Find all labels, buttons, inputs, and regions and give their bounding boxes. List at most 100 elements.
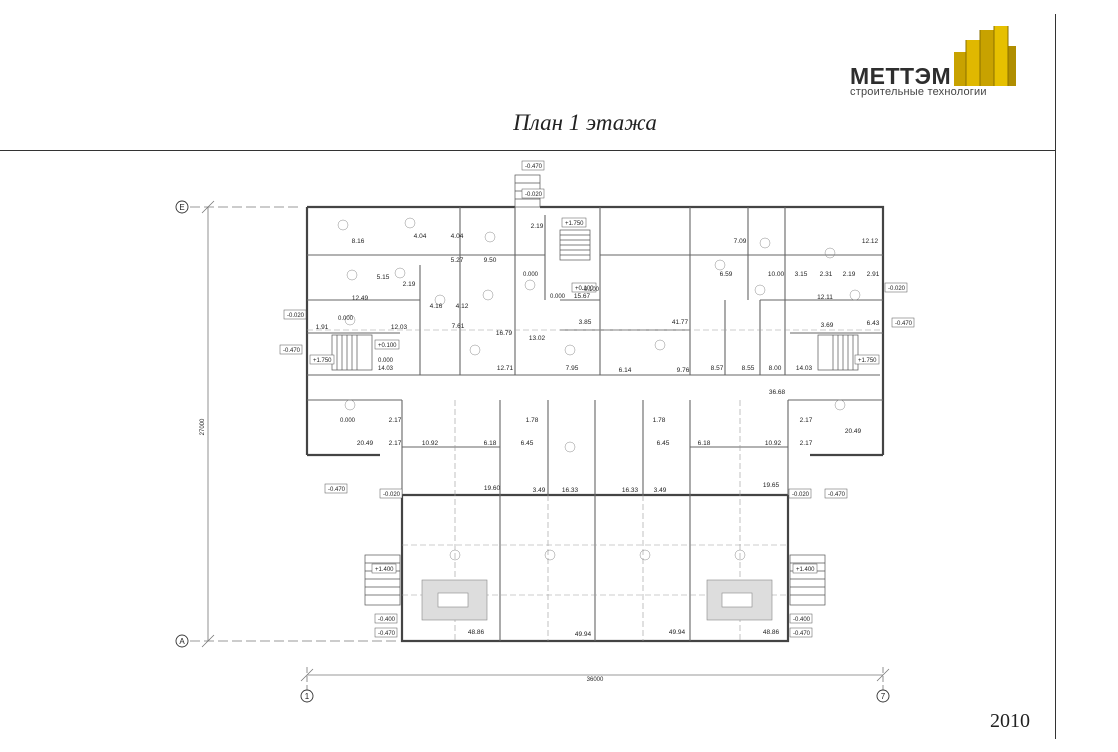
- level-mark: -0.100: [582, 287, 600, 293]
- room-area: 7.95: [566, 365, 579, 372]
- room-area: 7.61: [452, 323, 465, 330]
- room-area: 4.04: [451, 233, 464, 240]
- level-mark: 0.000: [338, 316, 354, 322]
- room-area: 19.60: [484, 485, 501, 492]
- room-area: 48.86: [468, 629, 485, 636]
- room-area: 2.17: [389, 440, 402, 447]
- logo-wordmark: МЕТТЭМ: [850, 63, 952, 89]
- dimension-total-width: 36000: [587, 677, 604, 683]
- room-area: 2.17: [389, 417, 402, 424]
- room-area: 2.17: [800, 440, 813, 447]
- level-mark: +1.400: [796, 567, 815, 573]
- room-area: 4.12: [456, 303, 469, 310]
- room-area: 12.49: [352, 295, 369, 302]
- room-area: 12.71: [497, 365, 514, 372]
- level-mark: -0.020: [792, 492, 810, 498]
- level-mark: -0.470: [828, 492, 846, 498]
- room-area: 8.55: [742, 365, 755, 372]
- room-area: 6.18: [698, 440, 711, 447]
- page-title: План 1 этажа: [513, 110, 657, 135]
- level-mark: -0.470: [328, 487, 346, 493]
- level-mark: 0.000: [378, 358, 394, 364]
- room-area: 16.79: [496, 330, 513, 337]
- level-mark: +1.750: [565, 221, 584, 227]
- frame-vertical-line: [1055, 14, 1056, 739]
- footer-year: 2010: [990, 710, 1030, 732]
- room-area: 8.16: [352, 238, 365, 245]
- room-area: 9.76: [677, 367, 690, 374]
- room-area: 6.14: [619, 367, 632, 374]
- level-mark: -0.470: [525, 164, 543, 170]
- room-area: 3.49: [533, 487, 546, 494]
- room-area: 12.11: [817, 294, 833, 301]
- room-area: 8.57: [711, 365, 724, 372]
- axis-label-top: E: [179, 203, 184, 212]
- level-mark: -0.470: [378, 631, 396, 637]
- room-area: 1.91: [316, 324, 329, 331]
- room-markers: [337, 217, 861, 561]
- room-area: 10.92: [765, 440, 782, 447]
- room-area: 6.45: [657, 440, 670, 447]
- room-area: 14.03: [796, 365, 813, 372]
- room-area: 16.33: [562, 487, 579, 494]
- room-area: 6.18: [484, 440, 497, 447]
- frame-horizontal-line: [0, 150, 1056, 151]
- level-mark: 14.03: [378, 366, 394, 372]
- level-mark: +1.750: [313, 358, 332, 364]
- room-area: 2.19: [531, 223, 544, 230]
- room-area: 12.12: [862, 238, 879, 245]
- room-area: 3.69: [821, 322, 834, 329]
- level-mark: -0.020: [287, 313, 305, 319]
- room-area: 9.50: [484, 257, 497, 264]
- axis-label-left: 1: [305, 692, 310, 701]
- room-area: 16.33: [622, 487, 639, 494]
- room-area: 10.00: [768, 271, 785, 278]
- room-area: 36.68: [769, 389, 786, 396]
- room-area: 5.27: [451, 257, 464, 264]
- room-area: 41.77: [672, 319, 689, 326]
- level-mark: 0.000: [550, 294, 566, 300]
- room-area: 1.78: [526, 417, 539, 424]
- level-mark: +1.400: [375, 567, 394, 573]
- room-area: 1.78: [653, 417, 666, 424]
- room-area: 4.16: [430, 303, 443, 310]
- garage-cars: [421, 579, 773, 621]
- room-area: 10.92: [422, 440, 439, 447]
- room-area: 20.49: [357, 440, 374, 447]
- axis-markers: [175, 200, 890, 703]
- room-area: 13.02: [529, 335, 546, 342]
- room-area: 19.65: [763, 482, 780, 489]
- room-area: 3.49: [654, 487, 667, 494]
- company-logo: МЕТТЭМ строительные технологии: [848, 26, 1018, 102]
- level-mark: -0.400: [378, 617, 396, 623]
- room-area: 6.43: [867, 320, 880, 327]
- room-area: 4.04: [414, 233, 427, 240]
- level-mark: 0.000: [523, 272, 539, 278]
- axis-dimension-lines: [190, 200, 890, 690]
- room-area: 20.49: [845, 428, 862, 435]
- floor-plan-drawing: E A 1 7 36000 27000: [175, 160, 915, 703]
- level-mark: +0.100: [378, 343, 397, 349]
- level-marks: -0.470 -0.020 +1.750 +0.100 0.000 -0.020…: [279, 160, 915, 638]
- room-area: 3.85: [579, 319, 592, 326]
- room-area: 48.86: [763, 629, 780, 636]
- level-mark: -0.020: [525, 192, 543, 198]
- room-area: 15.67: [574, 293, 591, 300]
- level-mark: -0.470: [793, 631, 811, 637]
- dimension-total-height: 27000: [200, 418, 206, 435]
- room-area: 2.91: [867, 271, 880, 278]
- level-mark: +1.750: [858, 358, 877, 364]
- level-mark: -0.020: [888, 286, 906, 292]
- level-mark: +0.100: [575, 286, 594, 292]
- room-area: 5.15: [377, 274, 390, 281]
- room-area: 6.45: [521, 440, 534, 447]
- axis-label-bottom: A: [179, 637, 185, 646]
- room-area: 2.17: [800, 417, 813, 424]
- room-area: 12.03: [391, 324, 408, 331]
- room-area: 2.19: [403, 281, 416, 288]
- level-mark: -0.470: [283, 348, 301, 354]
- room-area: 49.94: [669, 629, 686, 636]
- logo-bars-icon: [954, 26, 1016, 86]
- interior-walls: [307, 207, 883, 641]
- room-area: 6.59: [720, 271, 733, 278]
